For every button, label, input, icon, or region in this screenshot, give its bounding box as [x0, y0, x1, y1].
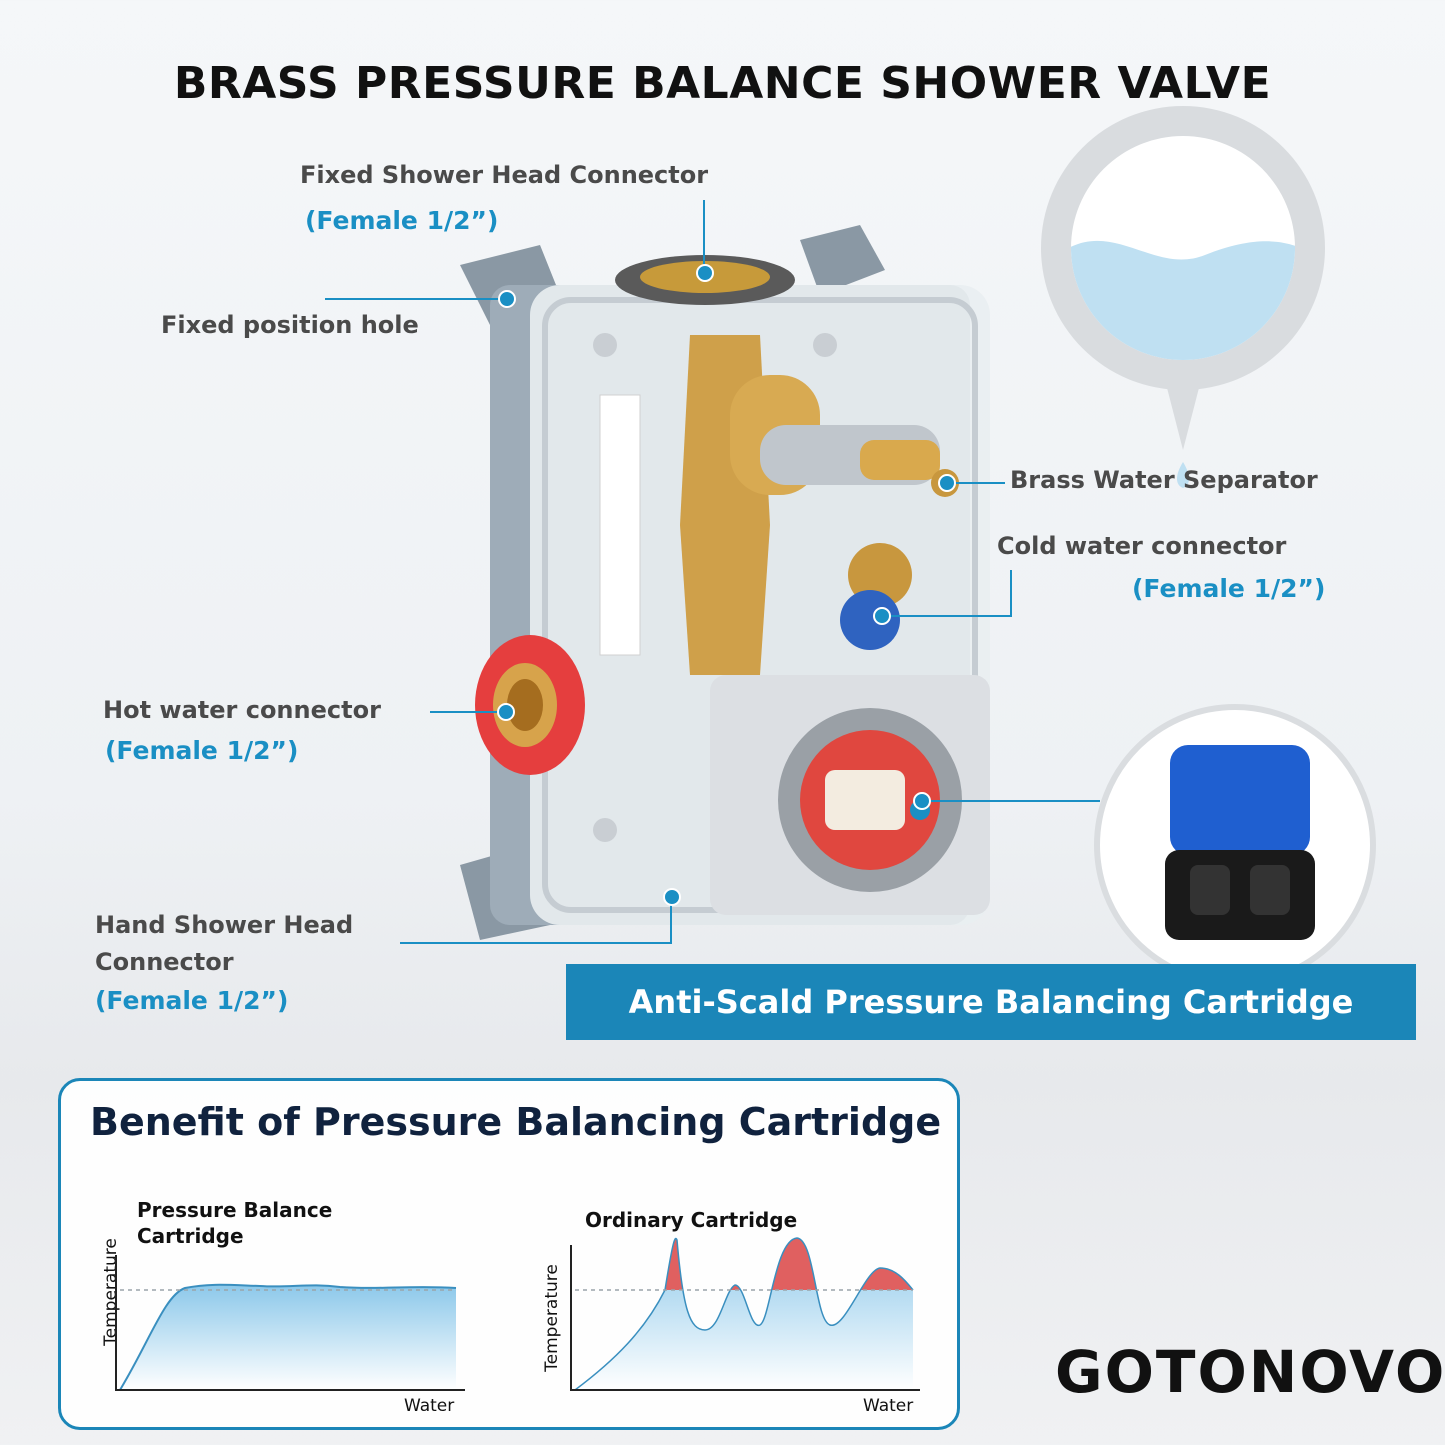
fixed-position-hole-marker: [498, 290, 516, 308]
fixed-shower-head-spec: (Female 1/2”): [305, 206, 499, 235]
fixed-shower-head-marker: [696, 264, 714, 282]
chart2-title: Ordinary Cartridge: [585, 1208, 798, 1232]
hand-shower-head-marker: [663, 888, 681, 906]
shower-valve-image: [460, 225, 990, 940]
hot-water-marker: [497, 703, 515, 721]
water-drop-illustration: [1041, 106, 1325, 488]
benefit-title: Benefit of Pressure Balancing Cartridge: [90, 1100, 942, 1144]
hot-water-spec: (Female 1/2”): [105, 736, 299, 765]
fixed-shower-head-label: Fixed Shower Head Connector: [300, 161, 709, 189]
cold-water-leader-h: [880, 615, 1012, 617]
chart1-area: [120, 1284, 456, 1390]
hand-shower-head-leader-h: [400, 942, 672, 944]
chart1-axes: [115, 1255, 465, 1391]
chart2-ylabel: Temperature: [542, 1264, 562, 1372]
chart1-graph: [115, 1255, 465, 1391]
chart2-xlabel: Water: [863, 1396, 914, 1416]
chart1-xlabel: Water: [404, 1396, 455, 1416]
cold-water-leader-v: [1010, 570, 1012, 616]
chart1-curve: [119, 1283, 457, 1391]
cold-water-marker: [873, 607, 891, 625]
cartridge-closeup-image: [1094, 704, 1376, 986]
page-title: BRASS PRESSURE BALANCE SHOWER VALVE: [173, 58, 1272, 109]
chart1-title-line2: Cartridge: [137, 1224, 244, 1248]
cold-water-spec: (Female 1/2”): [1132, 574, 1326, 603]
cartridge-banner: Anti-Scald Pressure Balancing Cartridge: [566, 964, 1416, 1040]
brand-logo: GOTONOVO: [1055, 1338, 1445, 1406]
fixed-position-hole-label: Fixed position hole: [161, 311, 419, 339]
hand-shower-head-spec: (Female 1/2”): [95, 986, 289, 1015]
brass-water-separator-leader: [945, 482, 1005, 484]
hot-water-leader: [430, 711, 502, 713]
chart1-title-line1: Pressure Balance: [137, 1198, 333, 1222]
brass-water-separator-marker: [938, 474, 956, 492]
fixed-position-hole-leader: [325, 298, 505, 300]
hand-shower-head-leader-v: [670, 896, 672, 944]
cold-water-label: Cold water connector: [997, 532, 1287, 560]
cartridge-leader: [920, 800, 1100, 802]
brass-water-separator-label: Brass Water Separator: [1010, 466, 1318, 494]
hot-water-label: Hot water connector: [103, 696, 381, 724]
chart2-curve: [574, 1237, 914, 1391]
chart2-overheat-area: [665, 1238, 913, 1290]
chart2-axes: [570, 1245, 920, 1391]
cartridge-marker: [913, 792, 931, 810]
hand-shower-head-label-line2: Connector: [95, 948, 234, 976]
hand-shower-head-label-line1: Hand Shower Head: [95, 911, 354, 939]
chart2-graph: [570, 1237, 920, 1391]
fixed-shower-head-leader: [703, 200, 705, 272]
